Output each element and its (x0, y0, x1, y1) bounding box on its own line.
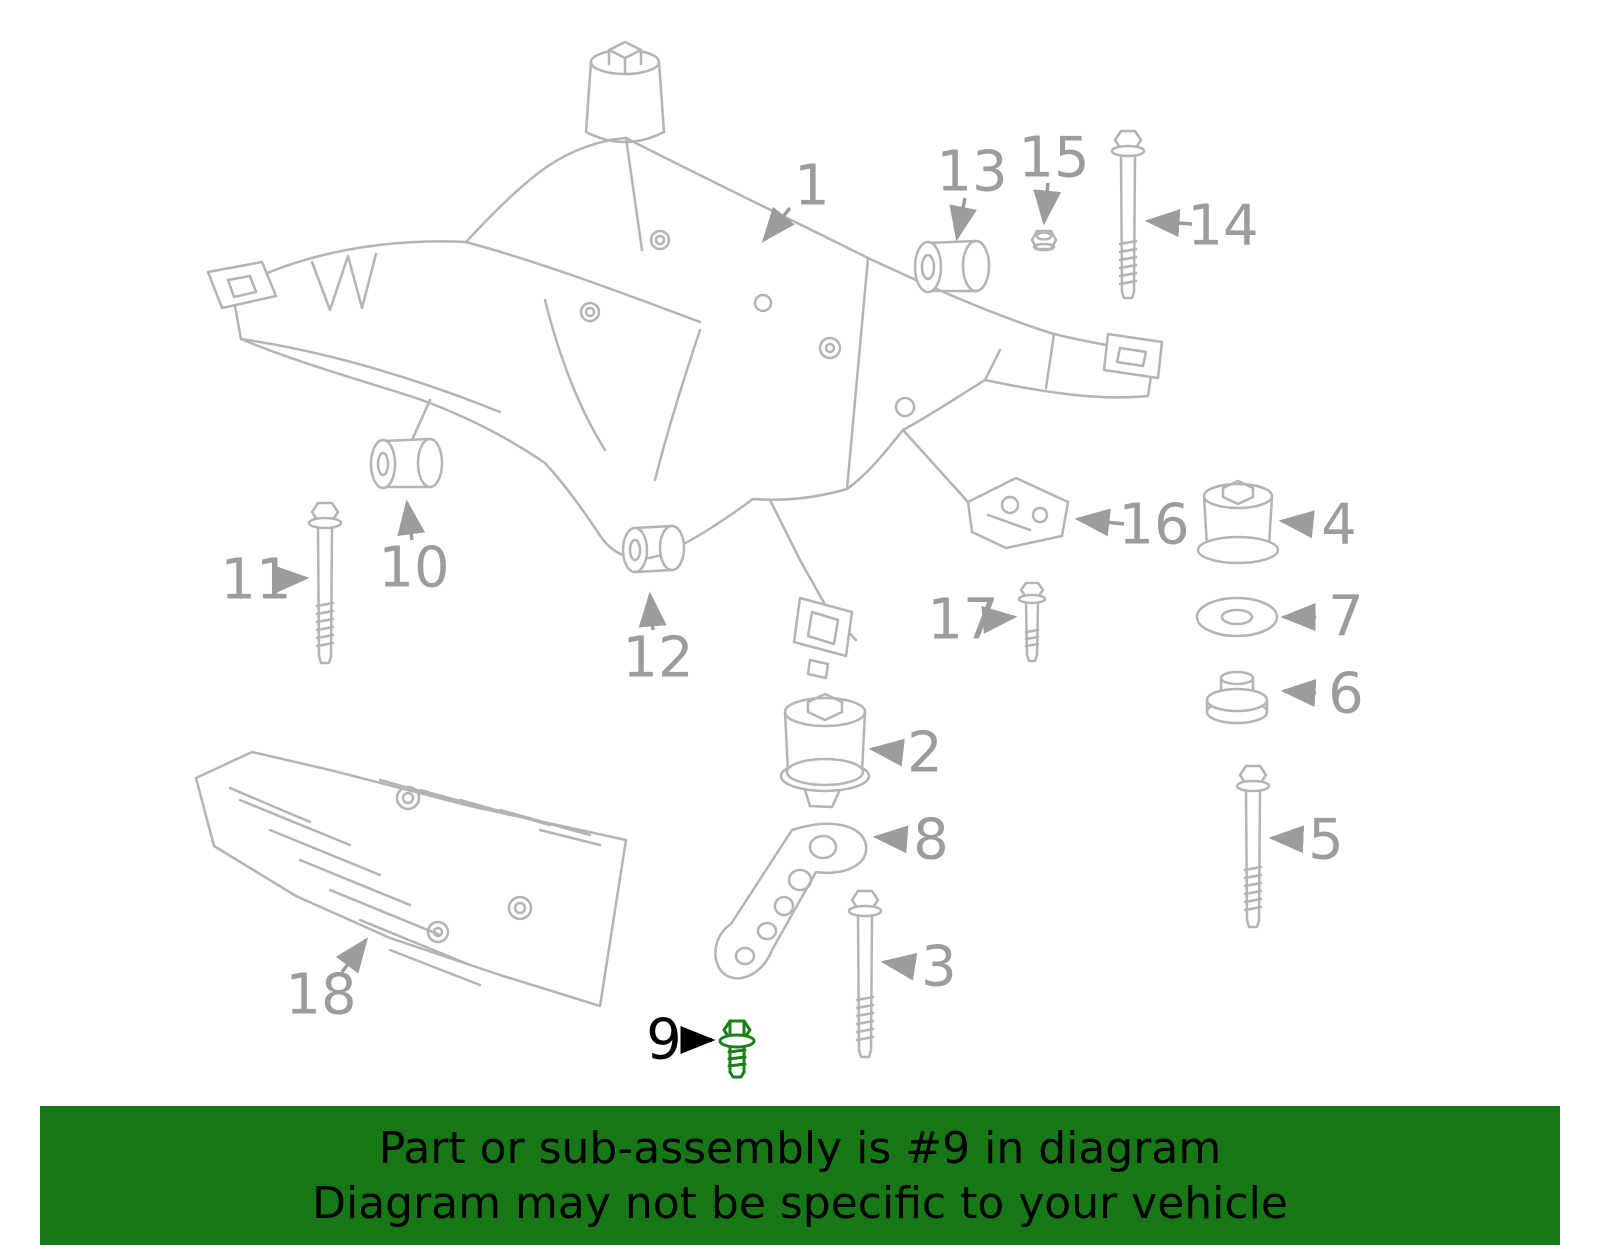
bolt-17-drawing (1017, 581, 1047, 663)
callout-16: 16 (1118, 492, 1190, 558)
subframe-drawing (206, 40, 1164, 680)
bracket-16-drawing (966, 476, 1070, 550)
bushing-2-drawing (779, 692, 871, 809)
callout-17: 17 (927, 587, 999, 653)
bushing-4-drawing (1196, 479, 1280, 565)
washer-7-drawing (1195, 596, 1279, 638)
highlighted-bolt-9-drawing (718, 1019, 756, 1079)
bolt-5-drawing (1235, 764, 1271, 929)
banner-line-2: Diagram may not be specific to your vehi… (312, 1177, 1288, 1229)
callout-5: 5 (1308, 807, 1344, 873)
bolt-3-drawing (847, 889, 883, 1059)
callout-13: 13 (936, 139, 1008, 205)
callout-8: 8 (913, 807, 949, 873)
bolt-11-drawing (307, 501, 343, 665)
callout-2: 2 (907, 720, 943, 786)
callout-4: 4 (1321, 492, 1357, 558)
bushing-10-drawing (369, 437, 444, 490)
skid-plate-18-drawing (194, 750, 628, 1008)
callout-14: 14 (1187, 193, 1259, 259)
callout-15: 15 (1018, 125, 1090, 191)
callout-18: 18 (285, 962, 357, 1028)
bushing-13-drawing (913, 239, 991, 294)
nut-15-drawing (1030, 229, 1058, 252)
callout-1: 1 (794, 153, 830, 219)
callout-6: 6 (1328, 661, 1364, 727)
grommet-6-drawing (1205, 670, 1269, 725)
bolt-14-drawing (1110, 129, 1146, 300)
callout-12: 12 (622, 625, 694, 691)
banner-line-1: Part or sub-assembly is #9 in diagram (378, 1122, 1222, 1174)
bracket-arm-8-drawing (714, 822, 868, 980)
callout-arrows (273, 182, 1317, 1054)
highlight-banner: Part or sub-assembly is #9 in diagram Di… (40, 1106, 1560, 1245)
callout-9-highlighted: 9 (646, 1007, 682, 1073)
bushing-12-drawing (621, 524, 686, 574)
callout-10: 10 (378, 535, 450, 601)
callout-7: 7 (1328, 584, 1364, 650)
callout-11: 11 (220, 547, 292, 613)
callout-3: 3 (921, 934, 957, 1000)
